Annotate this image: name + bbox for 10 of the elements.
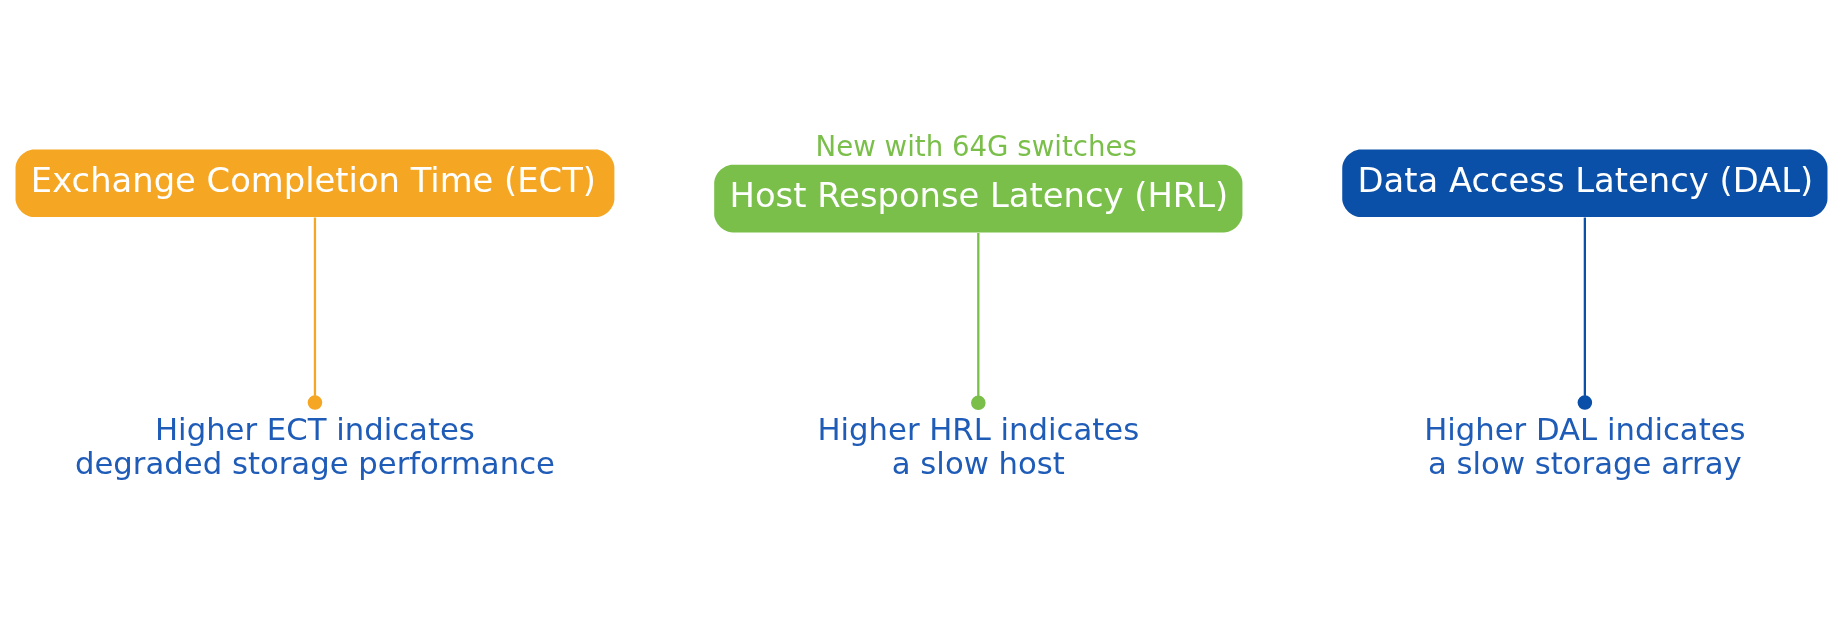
node-box: Exchange Completion Time (ECT) (15, 149, 615, 217)
node-box: Host Response Latency (HRL) (714, 164, 1243, 232)
connector (307, 217, 323, 410)
connector (971, 232, 986, 410)
node-box: Data Access Latency (DAL) (1342, 149, 1828, 217)
node-label: New with 64G switches (815, 129, 1137, 163)
connector (1577, 217, 1593, 410)
node-text: Higher HRL indicates a slow host (817, 410, 1140, 480)
node-text: Higher DAL indicates a slow storage array (1424, 410, 1746, 480)
node-text: Higher ECT indicates degraded storage performance (74, 410, 555, 480)
